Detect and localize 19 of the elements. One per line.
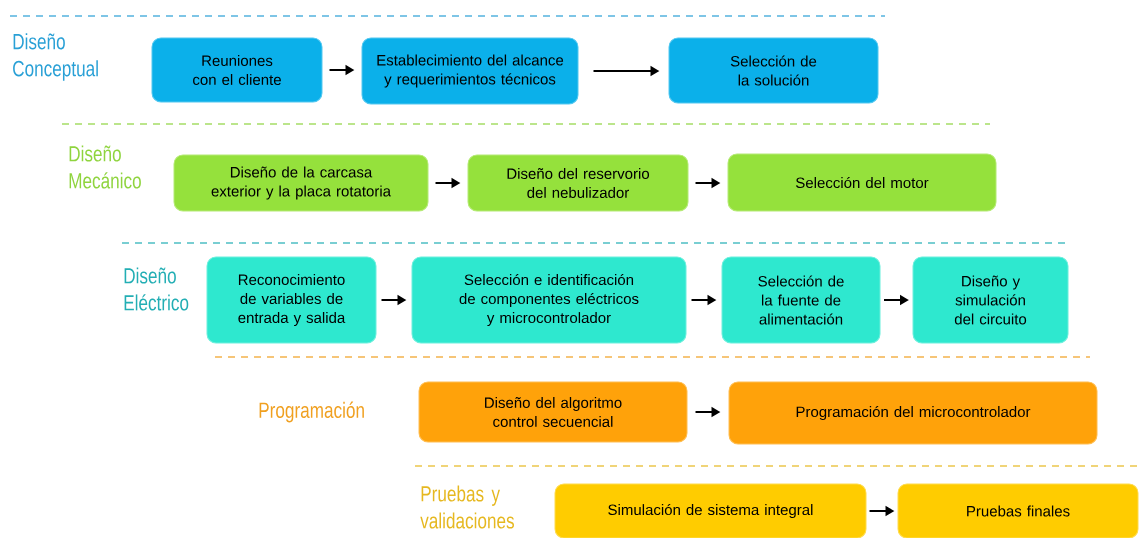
- process-box: Selección de la solución: [668, 37, 879, 104]
- section-heading: Pruebas y validaciones: [420, 485, 514, 529]
- process-box: Simulación de sistema integral: [554, 483, 867, 538]
- process-box: Selección del motor: [727, 153, 997, 212]
- process-box: Pruebas finales: [897, 483, 1139, 538]
- section-heading: Programación: [259, 401, 364, 423]
- process-box: Programación del microcontrolador: [728, 381, 1098, 445]
- process-box: Establecimiento del alcance y requerimientos técnicos: [361, 37, 579, 105]
- process-box: Selección e identificación de componentes eléctricos y microcontrolador: [411, 256, 687, 344]
- process-box: Reconocimiento de variables de entrada y salida: [206, 256, 377, 344]
- section-heading: Diseño Mecánico: [69, 145, 141, 189]
- process-box: Reuniones con el cliente: [151, 37, 323, 103]
- process-box: Diseño de la carcasa exterior y la placa rotatoria: [173, 154, 429, 212]
- process-box: Diseño del reservorio del nebulizador: [467, 154, 689, 212]
- section-heading: Diseño Eléctrico: [124, 267, 189, 311]
- section-heading: Diseño Conceptual: [13, 33, 98, 81]
- process-box: Diseño y simulación del circuito: [912, 256, 1069, 344]
- process-box: Diseño del algoritmo control secuencial: [418, 381, 688, 443]
- process-box: Selección de la fuente de alimentación: [721, 256, 881, 344]
